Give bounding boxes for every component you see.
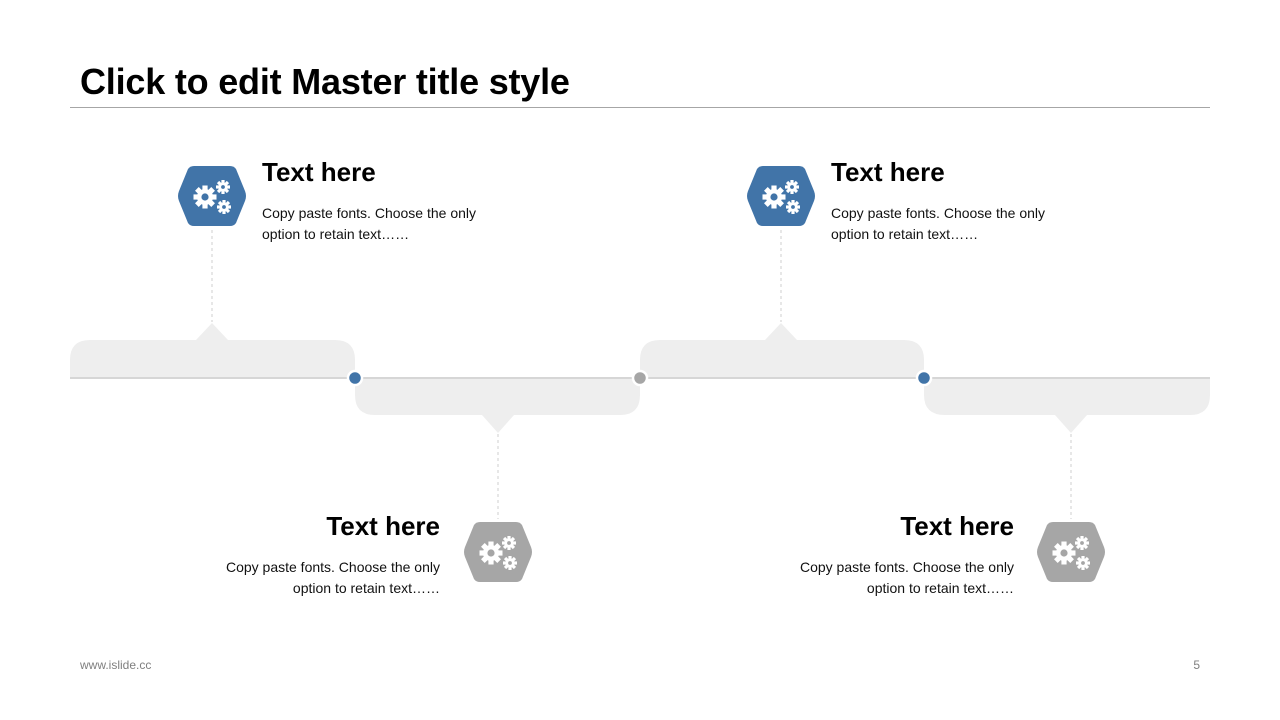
item-3-heading: Text here: [831, 157, 945, 187]
timeline-band-1: [70, 323, 355, 378]
item-3-body: Copy paste fonts. Choose the only option…: [831, 205, 1046, 242]
page-number: 5: [1193, 658, 1200, 672]
item-1-heading: Text here: [262, 157, 376, 187]
gears-icon: [178, 166, 246, 226]
item-4-hexagon: [1035, 519, 1107, 585]
item-4-heading: Text here: [900, 511, 1014, 541]
timeline-dot-3: [915, 369, 933, 387]
gears-icon: [747, 166, 815, 226]
timeline-dot-2: [631, 369, 649, 387]
item-2-body: Copy paste fonts. Choose the only option…: [225, 559, 440, 596]
footer-url: www.islide.cc: [80, 658, 152, 672]
gears-icon: [464, 522, 532, 582]
timeline-dot-1: [346, 369, 364, 387]
item-4-body: Copy paste fonts. Choose the only option…: [799, 559, 1014, 596]
item-2-hexagon: [462, 519, 534, 585]
timeline-band-2: [355, 378, 640, 433]
item-1-hexagon: [176, 163, 248, 229]
title-divider: [70, 107, 1210, 108]
gears-icon: [1037, 522, 1105, 582]
item-3-hexagon: [745, 163, 817, 229]
timeline-band-4: [924, 378, 1210, 433]
item-2-heading: Text here: [326, 511, 440, 541]
slide-title: Click to edit Master title style: [80, 61, 570, 102]
item-1-body: Copy paste fonts. Choose the only option…: [262, 205, 477, 242]
timeline-band-3: [640, 323, 924, 378]
